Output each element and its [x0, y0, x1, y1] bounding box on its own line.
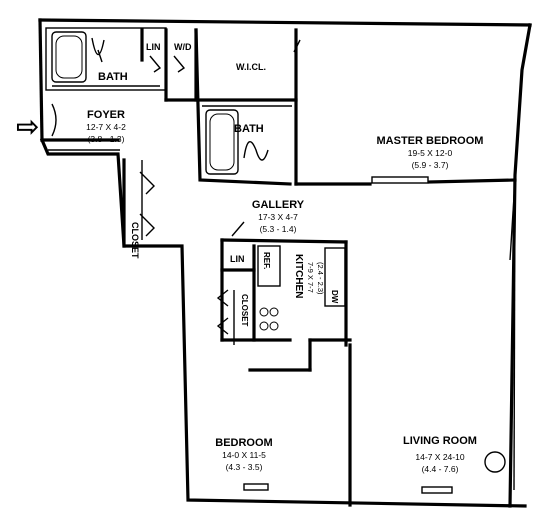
- window: [421, 486, 453, 494]
- bath-2-label: BATH: [234, 123, 264, 135]
- gallery-metric: (5.3 - 1.4): [260, 224, 297, 234]
- closet-2-label: CLOSET: [240, 294, 249, 327]
- living-room-dims: 14-7 X 24-10: [415, 452, 464, 462]
- sink-2: [243, 141, 269, 161]
- master-bedroom-label: MASTER BEDROOM: [377, 135, 484, 147]
- bathtub-2: [205, 109, 239, 175]
- bedroom-metric: (4.3 - 3.5): [226, 462, 263, 472]
- burner: [269, 321, 279, 331]
- wd-door: [173, 55, 186, 73]
- doors: [51, 39, 301, 335]
- entry-arrow-icon: ⇨: [16, 111, 39, 142]
- ref-label: REF.: [262, 252, 271, 269]
- bathtub-1: [51, 31, 87, 83]
- closet-door: [139, 171, 155, 195]
- master-bedroom-dims: 19-5 X 12-0: [408, 148, 453, 158]
- fixtures: [51, 31, 506, 494]
- exterior-walls: [38, 18, 532, 508]
- lin-2-label: LIN: [230, 254, 245, 264]
- living-room-metric: (4.4 - 7.6): [422, 464, 459, 474]
- dw-label: DW: [330, 290, 339, 304]
- column: [484, 451, 506, 473]
- gallery-label: GALLERY: [252, 199, 305, 211]
- foyer-dims: 12-7 X 4-2: [86, 122, 126, 132]
- wd-label: W/D: [174, 42, 192, 52]
- bedroom-label: BEDROOM: [215, 437, 272, 449]
- interior-walls: [40, 27, 517, 507]
- gallery-dims: 17-3 X 4-7: [258, 212, 298, 222]
- kitchen-dims: 7-9 X 7-7: [306, 262, 315, 293]
- living-room-label: LIVING ROOM: [403, 435, 477, 447]
- closet-door: [216, 289, 229, 307]
- burner: [259, 321, 269, 331]
- entry-door: [51, 103, 57, 137]
- lin-door: [231, 221, 245, 237]
- closet-door: [216, 317, 229, 335]
- kitchen-metric: (2.4 - 2.3): [316, 262, 325, 295]
- closet-1-label: CLOSET: [130, 222, 140, 259]
- room-labels: BATH LIN W/D W.I.CL. BATH FOYER 12-7 X 4…: [86, 42, 483, 474]
- bedroom-dims: 14-0 X 11-5: [222, 450, 266, 460]
- burner: [269, 307, 279, 317]
- lin-1-label: LIN: [146, 42, 161, 52]
- wicl-door: [293, 39, 301, 53]
- burner: [259, 307, 269, 317]
- foyer-label: FOYER: [87, 109, 125, 121]
- lin-door: [149, 55, 162, 73]
- closet-door: [139, 213, 155, 237]
- kitchen-label: KITCHEN: [293, 254, 304, 298]
- master-bedroom-metric: (5.9 - 3.7): [412, 160, 449, 170]
- window: [243, 483, 269, 491]
- foyer-metric: (3.8 - 1.3): [88, 134, 125, 144]
- sink-1: [91, 37, 105, 63]
- bath-1-label: BATH: [98, 71, 128, 83]
- wicl-label: W.I.CL.: [236, 62, 266, 72]
